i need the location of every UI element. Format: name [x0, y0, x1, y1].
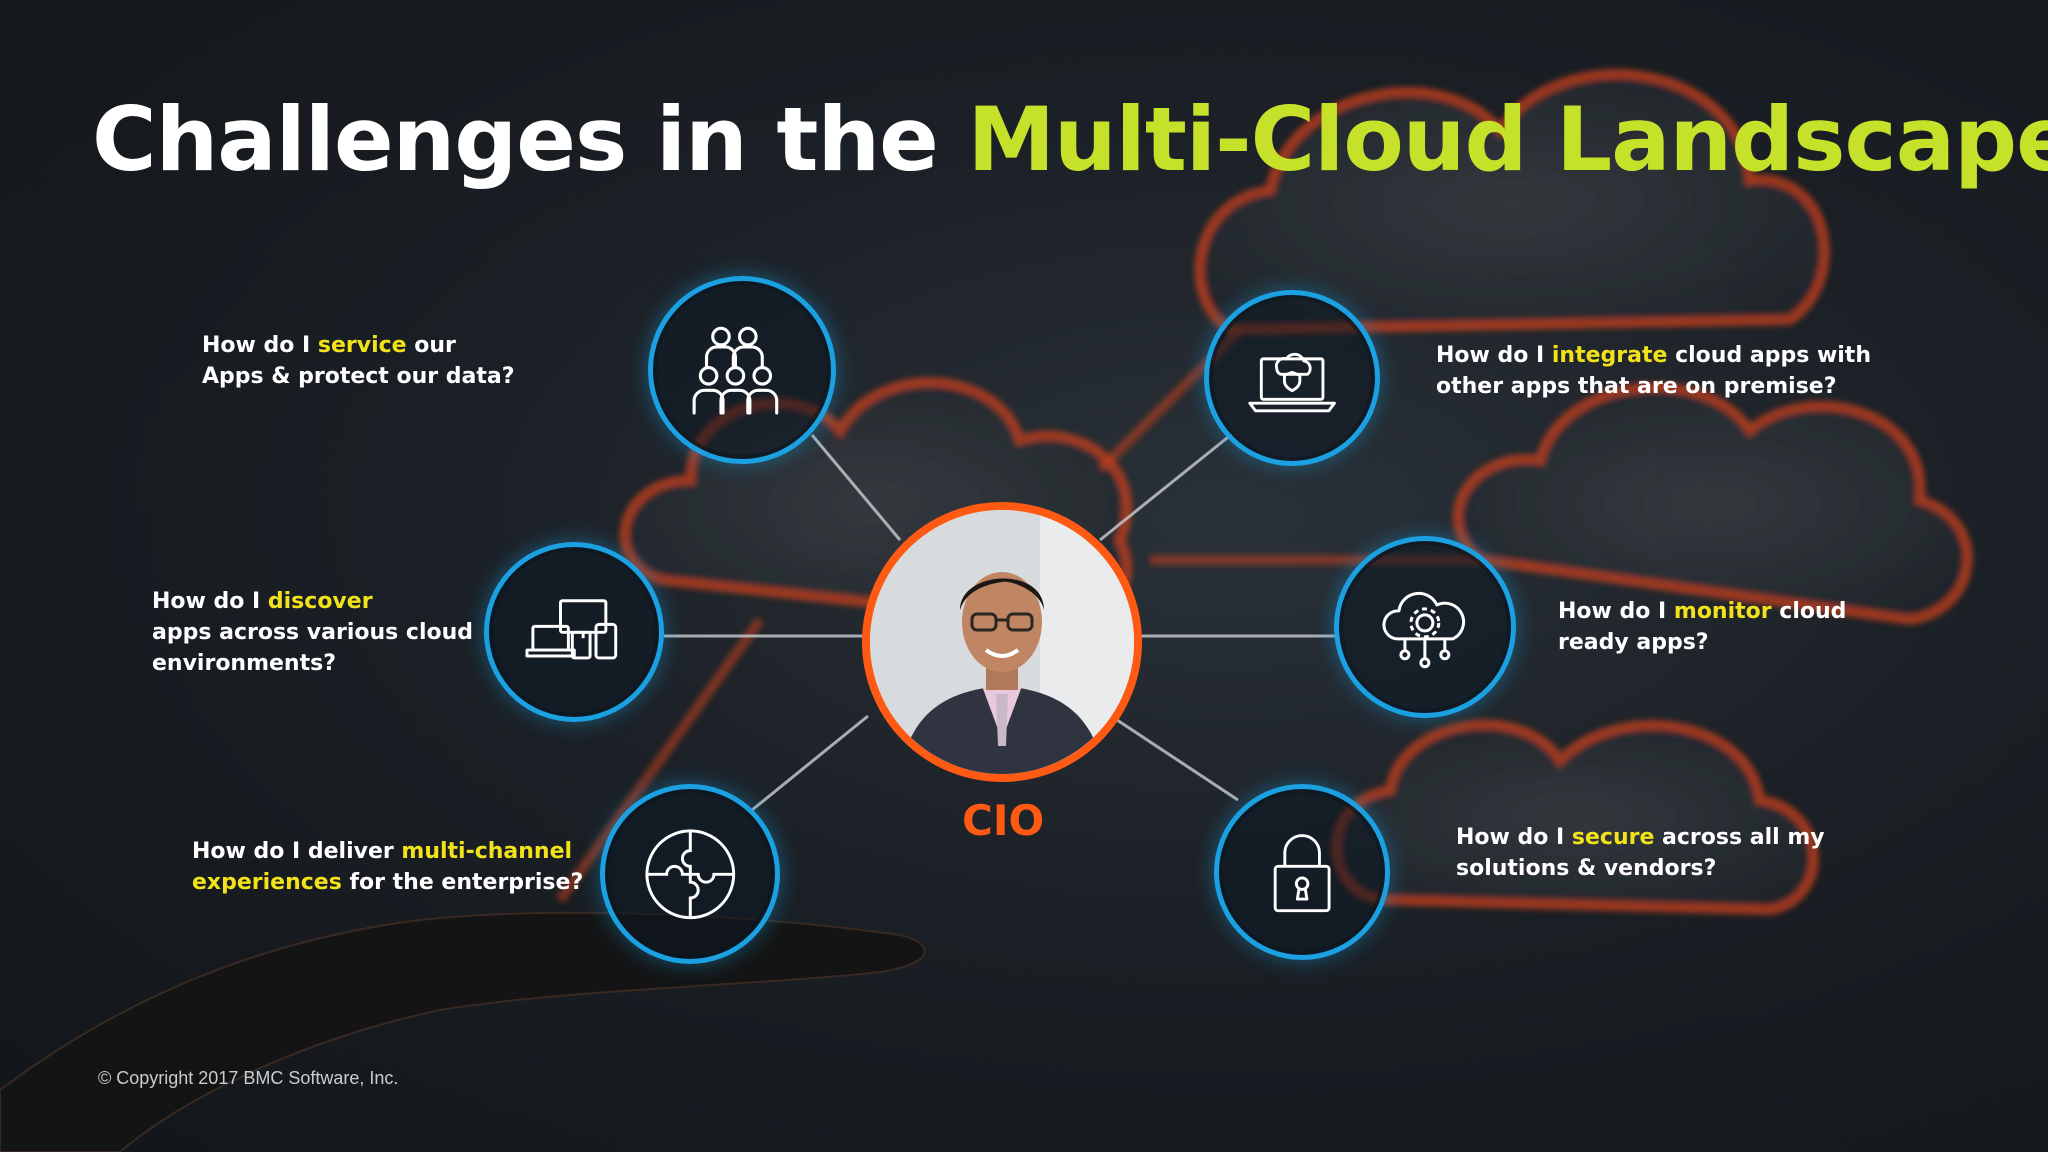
question-text: cloud [1771, 599, 1847, 624]
question-text: across all my [1654, 825, 1825, 850]
cloud-gear-icon [1382, 592, 1466, 669]
question-highlight: discover [267, 589, 373, 614]
question-text: How do I [1436, 343, 1552, 368]
padlock-icon [1273, 833, 1331, 912]
devices-bubble [484, 542, 664, 722]
question-highlight: experiences [192, 870, 342, 895]
question-text: our [406, 333, 456, 358]
question-highlight: integrate [1551, 343, 1668, 368]
question-text: ready apps? [1558, 630, 1709, 655]
question-highlight: monitor [1673, 599, 1772, 624]
question-monitor: How do I monitor cloud ready apps? [1558, 596, 1846, 658]
cloud-laptop-icon [1248, 352, 1336, 413]
team-icon [692, 327, 779, 415]
cloud-gear-bubble [1334, 536, 1516, 718]
question-highlight: multi-channel [401, 839, 573, 864]
cio-person-image [870, 510, 1134, 774]
puzzle-bubble [600, 784, 780, 964]
cio-label: CIO [962, 796, 1045, 845]
devices-icon [525, 598, 617, 660]
question-text: solutions & vendors? [1456, 856, 1717, 881]
question-multichannel: How do I deliver multi-channel experienc… [192, 836, 583, 898]
question-text: How do I [202, 333, 318, 358]
question-text: How do I deliver [192, 839, 402, 864]
question-highlight: secure [1571, 825, 1655, 850]
question-text: How do I [1456, 825, 1572, 850]
puzzle-icon [645, 829, 735, 919]
question-text: cloud apps with [1667, 343, 1871, 368]
question-text: Apps & protect our data? [202, 364, 515, 389]
question-service: How do I service our Apps & protect our … [202, 330, 515, 392]
question-text: other apps that are on premise? [1436, 374, 1837, 399]
question-text: How do I [152, 589, 268, 614]
cloud-laptop-bubble [1204, 290, 1380, 466]
copyright-notice: © Copyright 2017 BMC Software, Inc. [98, 1068, 399, 1088]
title-accent: Multi-Cloud Landscape [967, 88, 2048, 191]
question-text: apps across various cloud [152, 620, 474, 645]
question-secure: How do I secure across all my solutions … [1456, 822, 1825, 884]
cio-avatar [862, 502, 1142, 782]
question-text: environments? [152, 651, 336, 676]
title-main: Challenges in the [92, 88, 939, 191]
question-text: for the enterprise? [341, 870, 584, 895]
question-discover: How do I discover apps across various cl… [152, 586, 473, 679]
question-integrate: How do I integrate cloud apps with other… [1436, 340, 1871, 402]
padlock-bubble [1214, 784, 1390, 960]
page-title: Challenges in the Multi-Cloud Landscape [92, 88, 2048, 191]
question-text: How do I [1558, 599, 1674, 624]
team-bubble [648, 276, 836, 464]
question-highlight: service [317, 333, 407, 358]
